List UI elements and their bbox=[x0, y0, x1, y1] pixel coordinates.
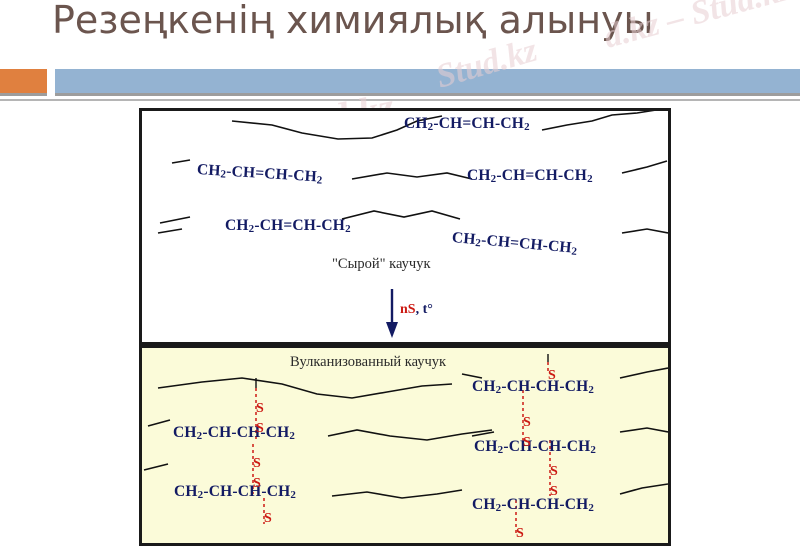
polymer-unit-3: CH2-CH=CH-CH2 bbox=[467, 167, 593, 185]
sulfur-atom: S bbox=[516, 526, 524, 541]
raw-rubber-panel: CH2-CH=CH-CH2 CH2-CH=CH-CH2 CH2-CH=CH-CH… bbox=[139, 108, 671, 345]
sulfur-atom: S bbox=[253, 476, 261, 491]
sulfur-atom: S bbox=[256, 421, 264, 436]
sulfur-atom: S bbox=[264, 511, 272, 526]
sulfur-atom: S bbox=[550, 464, 558, 479]
reagent-ns: nS bbox=[400, 302, 416, 317]
sulfur-atom: S bbox=[548, 368, 556, 383]
accent-bar-orange bbox=[0, 69, 47, 93]
polymer-unit-4: CH2-CH=CH-CH2 bbox=[225, 217, 351, 235]
accent-bar-blue-shadow bbox=[55, 93, 800, 96]
sulfur-atom: S bbox=[523, 415, 531, 430]
polymer-chain-lines-top bbox=[157, 111, 668, 234]
reaction-condition-label: nS, t° bbox=[400, 302, 433, 318]
vulcanized-unit-4: CH2-CH-CH-CH2 bbox=[174, 483, 297, 501]
vulcanized-unit-2: CH2-CH-CH-CH2 bbox=[173, 424, 296, 442]
sulfur-atom: S bbox=[523, 435, 531, 450]
reagent-conditions: , t° bbox=[415, 302, 433, 317]
page-title: Резеңкенің химиялық алынуы bbox=[52, 0, 654, 42]
sulfur-atom: S bbox=[253, 456, 261, 471]
raw-rubber-caption: "Сырой" каучук bbox=[332, 256, 431, 272]
header-divider-rule bbox=[0, 99, 800, 101]
vulcanized-rubber-panel: Вулканизованный каучук CH2-CH-CH-CH2 CH2… bbox=[139, 345, 671, 546]
sulfur-atom: S bbox=[550, 484, 558, 499]
polymer-chain-lines-bottom bbox=[143, 354, 668, 533]
vulcanized-unit-1: CH2-CH-CH-CH2 bbox=[472, 378, 595, 396]
vulcanized-rubber-caption: Вулканизованный каучук bbox=[290, 354, 447, 370]
accent-bar-blue bbox=[55, 69, 800, 93]
accent-bar-orange-shadow bbox=[0, 93, 47, 96]
vulcanized-unit-5: CH2-CH-CH-CH2 bbox=[472, 496, 595, 514]
polymer-unit-1: CH2-CH=CH-CH2 bbox=[404, 115, 530, 133]
vulcanized-unit-3: CH2-CH-CH-CH2 bbox=[474, 438, 597, 456]
sulfur-atom: S bbox=[256, 401, 264, 416]
